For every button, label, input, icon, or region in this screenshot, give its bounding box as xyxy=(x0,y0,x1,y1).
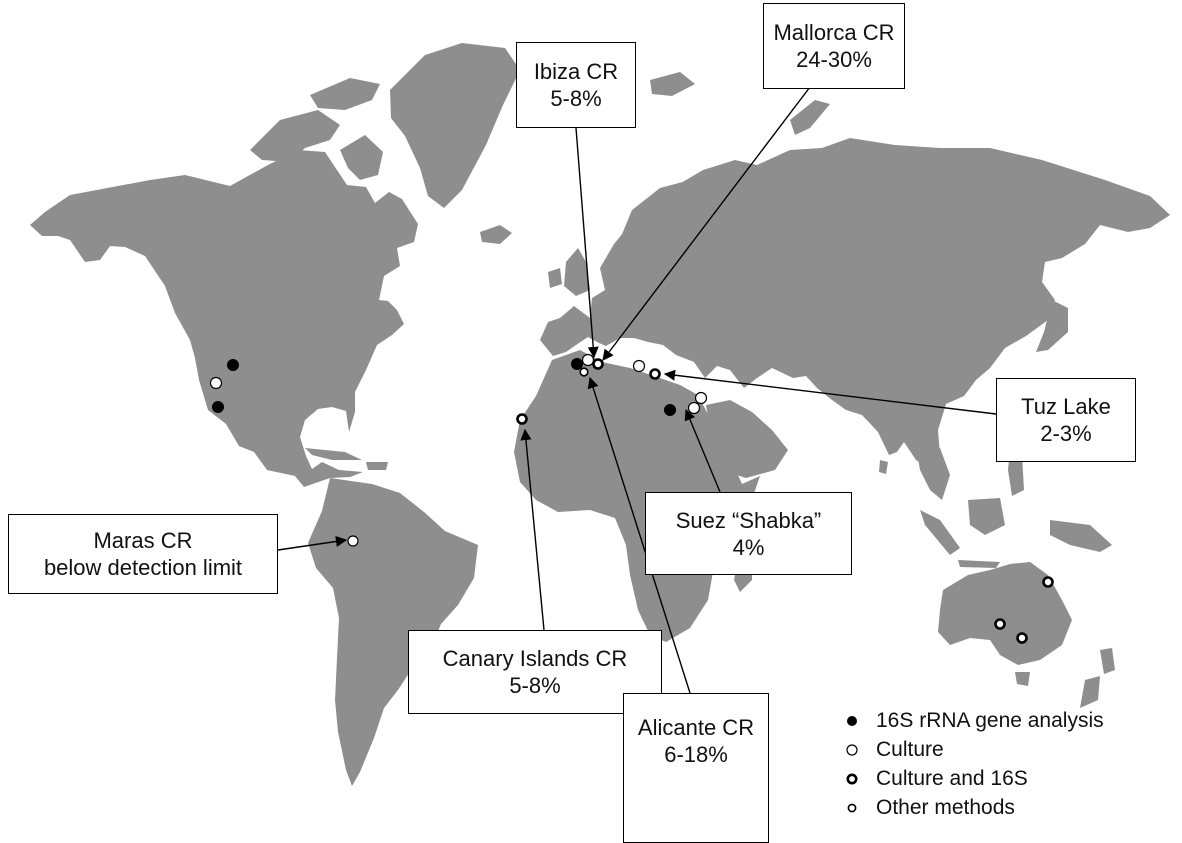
connector-lines xyxy=(277,86,997,694)
label-alicante-line2: 6-18% xyxy=(664,742,728,767)
legend-label-culture: Culture xyxy=(876,737,944,761)
label-ibiza-line2: 5-8% xyxy=(550,86,602,111)
label-canary-islands: Canary Islands CR 5-8% xyxy=(408,630,662,714)
indochina xyxy=(915,440,950,500)
marker-culture-balearic xyxy=(581,353,595,367)
mallorca-connector xyxy=(602,86,811,361)
tuz-connector xyxy=(663,369,997,415)
marker-culture16s-canary-islands xyxy=(516,413,528,425)
label-ibiza-line1: Ibiza CR xyxy=(533,59,619,84)
ellesmere-island xyxy=(310,78,380,110)
new-zealand-south xyxy=(1080,676,1100,708)
ibiza-connector xyxy=(575,127,599,359)
novaya-zemlya xyxy=(790,100,830,135)
legend-item-other: Other methods xyxy=(842,793,1182,822)
maras-connector xyxy=(277,535,348,551)
label-tuz-line1: Tuz Lake xyxy=(1021,394,1111,419)
label-suez-line2: 4% xyxy=(732,534,765,560)
label-mallorca-line2: 24-30% xyxy=(796,47,872,72)
legend-label-culture-16s: Culture and 16S xyxy=(876,766,1028,790)
borneo xyxy=(968,498,1005,535)
legend: 16S rRNA gene analysis Culture Culture a… xyxy=(842,706,1182,822)
svalbard xyxy=(650,72,695,96)
marker-other-alicante xyxy=(579,367,589,377)
australia xyxy=(938,562,1072,665)
marker-culture16s-australia-2 xyxy=(994,618,1006,630)
scandinavia xyxy=(618,180,712,262)
small-ring-icon xyxy=(847,803,857,812)
legend-item-culture: Culture xyxy=(842,735,1182,764)
legend-item-culture-16s: Culture and 16S xyxy=(842,764,1182,793)
marker-culture-levant-2 xyxy=(687,401,701,415)
label-maras-line2: below detection limit xyxy=(43,555,243,580)
label-suez-line1: Suez “Shabka” xyxy=(675,507,822,533)
legend-label-other: Other methods xyxy=(876,795,1015,819)
marker-culture16s-mallorca xyxy=(592,358,604,370)
japan xyxy=(1036,300,1068,352)
land-masses xyxy=(30,43,1170,786)
label-mallorca: Mallorca CR 24-30% xyxy=(763,3,905,89)
greenland xyxy=(390,43,520,208)
marker-16s-egypt xyxy=(664,404,676,416)
label-tuz-lake: Tuz Lake 2-3% xyxy=(996,378,1136,462)
label-alicante: Alicante CR 6-18% xyxy=(623,693,769,843)
baffin-island xyxy=(340,135,383,180)
great-britain xyxy=(564,248,590,296)
label-ibiza: Ibiza CR 5-8% xyxy=(516,42,636,128)
marker-16s-spain xyxy=(571,358,583,370)
north-america xyxy=(30,150,418,487)
canadian-arctic-islands xyxy=(250,110,340,162)
new-zealand-north xyxy=(1100,648,1115,674)
filled-circle-icon xyxy=(847,715,857,726)
marker-culture-california xyxy=(209,376,223,390)
marker-culture16s-australia-3 xyxy=(1016,632,1028,644)
iceland xyxy=(480,225,512,244)
label-mallorca-line1: Mallorca CR xyxy=(773,20,895,45)
marker-culture-peru xyxy=(347,535,359,547)
marker-culture16s-turkey xyxy=(649,368,661,380)
marker-culture-aegean xyxy=(632,359,646,373)
ireland xyxy=(548,268,562,288)
sri-lanka xyxy=(879,460,888,474)
label-suez: Suez “Shabka” 4% xyxy=(645,492,852,575)
canary-connector xyxy=(520,428,545,631)
alicante-connector xyxy=(587,376,691,694)
label-alicante-line1: Alicante CR xyxy=(637,715,755,740)
cuba xyxy=(305,448,362,460)
label-canary-line1: Canary Islands CR xyxy=(442,646,628,671)
eurasia xyxy=(540,138,1170,470)
marker-16s-north-america-1 xyxy=(227,359,239,371)
new-guinea xyxy=(1050,520,1112,552)
south-america xyxy=(308,478,478,786)
marker-16s-north-america-2 xyxy=(212,401,224,413)
site-markers xyxy=(209,353,1054,644)
marker-culture16s-australia-1 xyxy=(1042,576,1054,588)
sumatra xyxy=(920,510,960,555)
legend-label-16s: 16S rRNA gene analysis xyxy=(876,708,1104,732)
label-maras-line1: Maras CR xyxy=(93,528,193,553)
thick-ring-icon xyxy=(846,773,858,784)
tasmania xyxy=(1015,672,1030,686)
open-circle-icon xyxy=(846,743,858,756)
label-maras: Maras CR below detection limit xyxy=(8,514,278,594)
java xyxy=(958,560,1000,568)
marker-culture-levant-1 xyxy=(694,391,708,405)
suez-connector xyxy=(684,408,721,493)
label-tuz-line2: 2-3% xyxy=(1040,421,1092,446)
label-canary-line2: 5-8% xyxy=(509,673,561,698)
legend-item-16s: 16S rRNA gene analysis xyxy=(842,706,1182,735)
hispaniola xyxy=(366,462,388,470)
